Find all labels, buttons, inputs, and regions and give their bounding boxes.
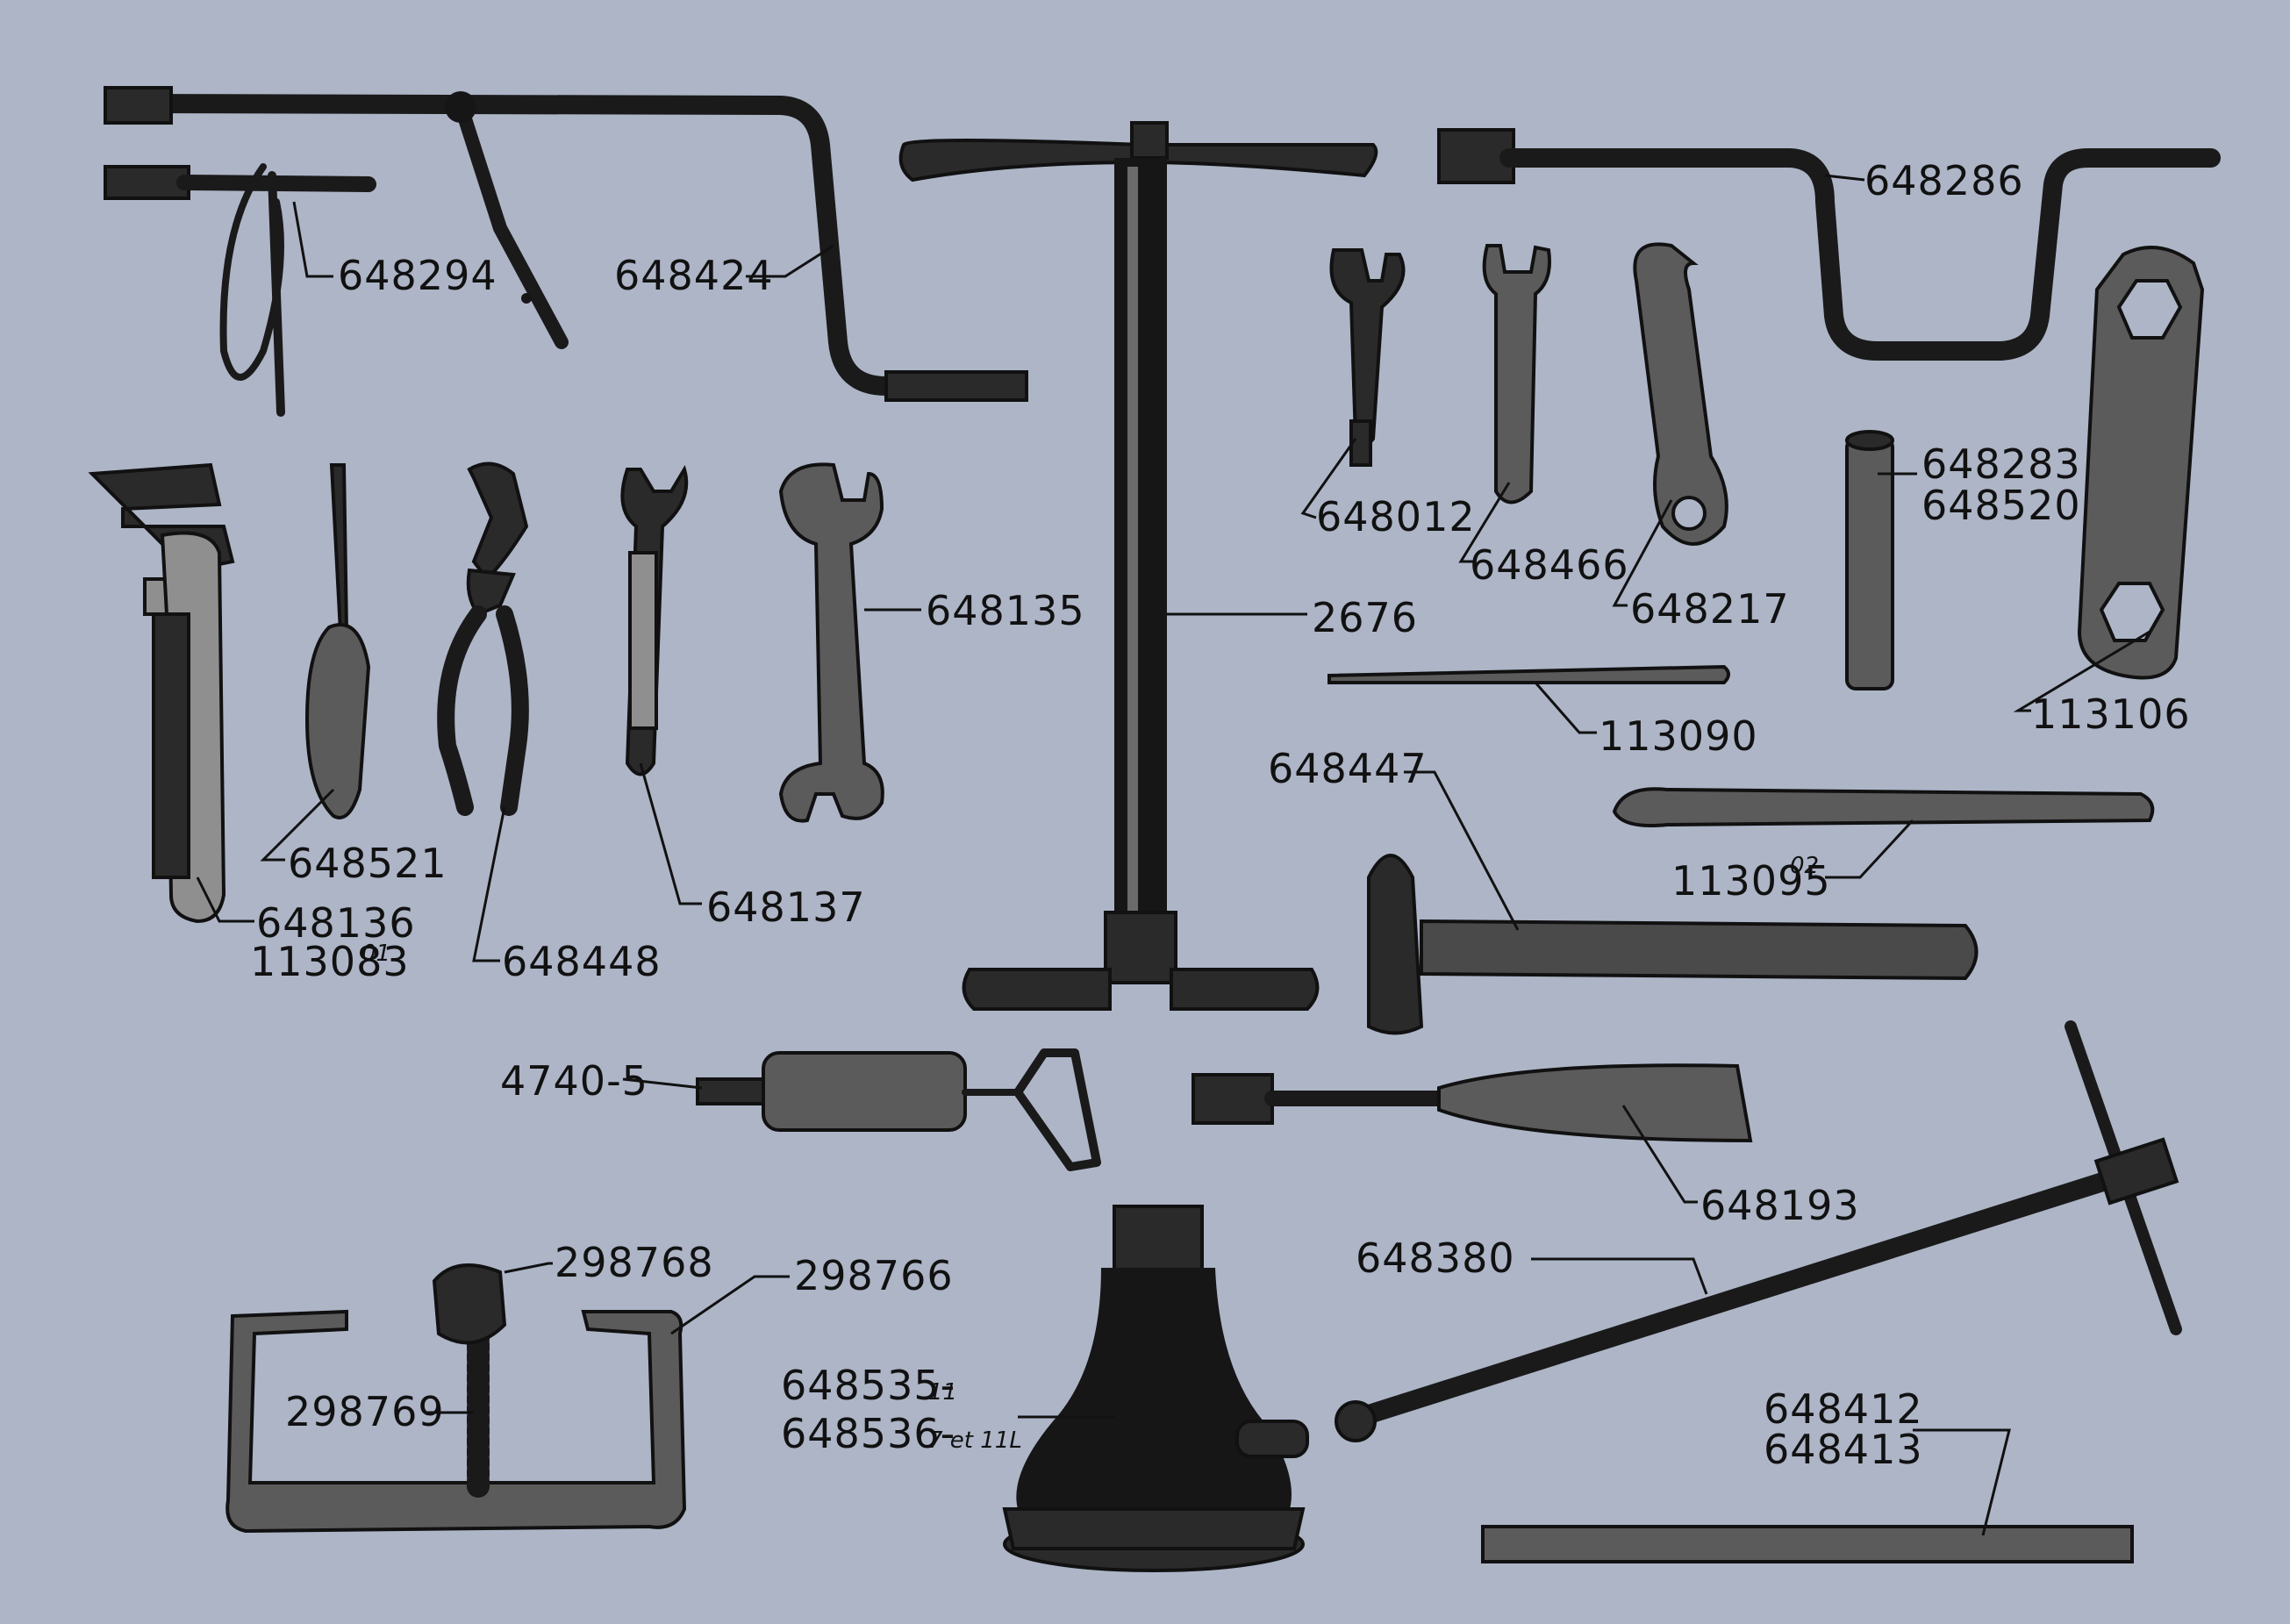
wheel-crank-648286 (1437, 128, 2221, 361)
label-113090: 113090 (1599, 712, 1758, 760)
wheel-brace-648380 (1335, 1020, 2182, 1442)
tyre-lever-113095 (1612, 787, 2155, 827)
leader-lines (196, 174, 2150, 1536)
label-113106: 113106 (2031, 690, 2191, 738)
starting-crank-648424 (104, 86, 1028, 402)
socket-handle-648193 (1192, 1063, 1753, 1143)
label-113095: 113095 (1671, 857, 1831, 905)
label-648413: 648413 (1764, 1426, 1923, 1473)
pipe-wrench-648136 (88, 462, 235, 924)
label-648380: 648380 (1356, 1234, 1515, 1282)
label-648466: 648466 (1470, 541, 1629, 589)
plate-wrench-113106 (2077, 246, 2205, 680)
label-648447: 648447 (1268, 745, 1428, 792)
tube-spanner-648283 (1845, 430, 1894, 690)
spanner-648012 (1329, 248, 1406, 467)
open-spanner-648135 (778, 462, 884, 823)
pliers-648448 (437, 461, 529, 816)
label-4740-5: 4740-5 (500, 1057, 648, 1105)
grease-gun-4740-5 (696, 1048, 1101, 1171)
label-648286: 648286 (1864, 157, 2024, 204)
label-298766: 298766 (794, 1252, 954, 1299)
label-298768: 298768 (555, 1239, 714, 1286)
part-number-labels: 648294 648424 648286 648012 648466 64821… (250, 157, 2191, 1473)
label-648136: 648136 (256, 899, 416, 947)
label-113083-sup: 01 (361, 941, 390, 967)
label-113083: 113083 (250, 938, 410, 985)
label-648535-suffix: 11 (928, 1379, 957, 1406)
spanner-648466 (1482, 244, 1551, 504)
label-648193: 648193 (1700, 1182, 1860, 1229)
feeler-gauge-648412 (1481, 1525, 2134, 1563)
tyre-pump-2676 (898, 121, 1378, 1011)
label-648217: 648217 (1630, 585, 1790, 633)
label-648412: 648412 (1764, 1385, 1923, 1433)
label-648137: 648137 (706, 884, 866, 931)
hammer-648447 (1367, 854, 1979, 1035)
label-648520: 648520 (1921, 482, 2081, 529)
clip-298768 (432, 1263, 507, 1345)
label-648283: 648283 (1921, 440, 2081, 488)
label-648536: 648536- (781, 1410, 955, 1457)
clamp-298766 (225, 1309, 687, 1534)
label-113095-sup: 02 (1790, 853, 1819, 879)
label-648448: 648448 (502, 938, 662, 985)
adjustable-wrench-648137 (620, 465, 689, 776)
label-2676: 2676 (1312, 594, 1418, 641)
label-648012: 648012 (1316, 493, 1476, 540)
label-298769: 298769 (285, 1388, 445, 1435)
hook-spanner-648217 (1633, 242, 1728, 546)
label-648294: 648294 (338, 252, 497, 299)
label-648135: 648135 (926, 587, 1085, 634)
label-648535: 648535- (781, 1362, 955, 1409)
bottle-jack-648535 (1002, 1205, 1309, 1572)
label-648424: 648424 (614, 252, 774, 299)
label-648536-suffix: 7 et 11L (928, 1427, 1022, 1454)
screwdriver-648521 (304, 463, 371, 819)
tool-648294 (104, 163, 376, 417)
drift-punch-113090 (1327, 664, 1730, 684)
label-648521: 648521 (288, 840, 447, 887)
